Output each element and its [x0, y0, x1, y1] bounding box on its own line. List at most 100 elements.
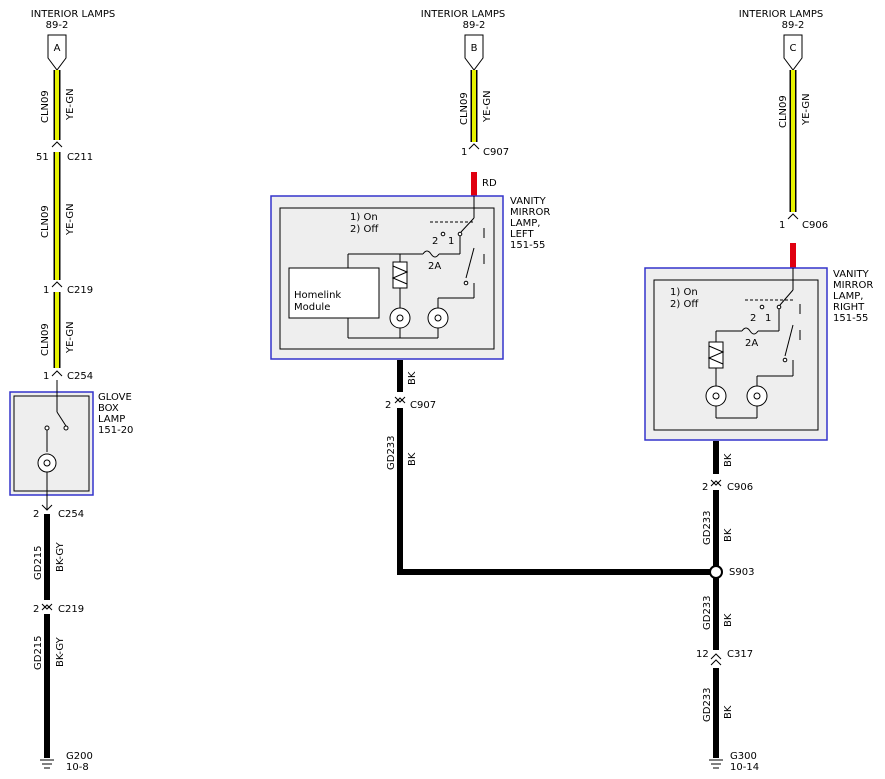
wire-gd233-c1-color: BK: [723, 528, 734, 542]
ref-b-page: 89-2: [463, 20, 486, 31]
connector-c254-out-name: C254: [58, 509, 84, 520]
vanity-right-label: VANITY MIRROR LAMP, RIGHT 151-55: [833, 269, 873, 324]
glove-label-3: LAMP: [98, 414, 125, 425]
ref-c-title: INTERIOR LAMPS: [739, 9, 823, 20]
vanity-left-label-page: 151-55: [510, 240, 545, 251]
wire-c-bk-1-color: BK: [723, 453, 734, 467]
vanity-right-switch-on: 1) On: [670, 287, 698, 298]
ground-g300-page: 10-14: [730, 762, 759, 773]
homelink-module: [288, 267, 380, 319]
vanity-left-label-2: MIRROR: [510, 207, 550, 218]
connector-c317-name: C317: [727, 649, 753, 660]
glove-box-lamp[interactable]: [9, 380, 94, 500]
wire-a1-circuit: CLN09: [40, 90, 51, 123]
connector-c907-in-pin: 1: [461, 147, 467, 158]
ground-g200-page: 10-8: [66, 762, 89, 773]
vanity-right-pos2: 2: [750, 313, 756, 324]
connector-c907-in-name: C907: [483, 147, 509, 158]
vanity-right-fuse: 2A: [745, 338, 758, 349]
wire-b1-color: YE-GN: [482, 90, 493, 123]
wire-gd233-c2-color: BK: [723, 613, 734, 627]
glove-label-2: BOX: [98, 403, 119, 414]
wire-gd215-2-circuit: GD215: [33, 635, 44, 670]
connector-c219-out-pin: 2: [33, 604, 39, 615]
wire-a2-color: YE-GN: [65, 203, 76, 236]
ground-g300-symbol: [709, 759, 723, 769]
ref-a-arrow[interactable]: [47, 34, 67, 71]
connector-c907-out-symbol: [394, 396, 406, 403]
wire-a1-color: YE-GN: [65, 88, 76, 121]
ref-a-header: INTERIOR LAMPS 89-2 A: [31, 9, 115, 71]
connector-c906-out-name: C906: [727, 482, 753, 493]
vanity-right-pos1: 1: [765, 313, 771, 324]
connector-c907-in-symbol: [468, 143, 480, 150]
vanity-left-switch-on: 1) On: [350, 212, 378, 223]
connector-c211-name: C211: [67, 152, 93, 163]
wire-gd233-c1-circuit: GD233: [702, 510, 713, 545]
vanity-right-label-page: 151-55: [833, 313, 868, 324]
splice-s903-label: S903: [729, 567, 754, 578]
ref-b-title: INTERIOR LAMPS: [421, 9, 505, 20]
wire-gd233-c2-circuit: GD233: [702, 595, 713, 630]
ground-g300-name: G300: [730, 751, 757, 762]
ref-b-letter: B: [471, 43, 478, 54]
glove-label-1: GLOVE: [98, 392, 132, 403]
wire-gd233-b-circuit: GD233: [386, 435, 397, 470]
vanity-mirror-lamp-right[interactable]: 1) On 2) Off 2 1 2A: [644, 267, 828, 441]
connector-c317-pin: 12: [696, 649, 709, 660]
vanity-left-label: VANITY MIRROR LAMP, LEFT 151-55: [510, 196, 550, 251]
ground-g200-symbol: [40, 759, 54, 769]
vanity-left-label-3: LAMP,: [510, 218, 540, 229]
wire-b1-circuit: CLN09: [459, 92, 470, 125]
wire-gd233-b-color: BK: [407, 452, 418, 466]
wire-gd215-2-color: BK-GY: [55, 636, 66, 667]
connector-c254-out-pin: 2: [33, 509, 39, 520]
vanity-right-label-4: RIGHT: [833, 302, 865, 313]
ref-c-header: INTERIOR LAMPS 89-2 C: [739, 9, 823, 71]
connector-c219-symbol: [51, 281, 63, 288]
vanity-left-pos1: 1: [448, 236, 454, 247]
connector-c219-out-name: C219: [58, 604, 84, 615]
connector-c906-in-symbol: [787, 213, 799, 220]
connector-c211-symbol: [51, 141, 63, 148]
connector-c254-symbol: [51, 370, 63, 377]
connector-c211-pin: 51: [36, 152, 49, 163]
vanity-mirror-lamp-left[interactable]: 1) On 2) Off 2 1 2A Homelink Module: [270, 195, 504, 360]
ref-c-arrow[interactable]: [783, 34, 803, 71]
ref-b-arrow[interactable]: [464, 34, 484, 71]
wire-a2-circuit: CLN09: [40, 205, 51, 238]
wire-a3-color: YE-GN: [65, 321, 76, 354]
homelink-label-2: Module: [294, 302, 330, 313]
ref-a-title: INTERIOR LAMPS: [31, 9, 115, 20]
wire-gd233-b[interactable]: [397, 408, 716, 575]
connector-c906-in-name: C906: [802, 220, 828, 231]
ref-a-page: 89-2: [46, 20, 69, 31]
vanity-left-label-1: VANITY: [510, 196, 547, 207]
wire-gd233-c3-circuit: GD233: [702, 687, 713, 722]
vanity-left-label-4: LEFT: [510, 229, 534, 240]
connector-c907-out-name: C907: [410, 400, 436, 411]
connector-c219-out-symbol: [41, 603, 53, 610]
homelink-label-1: Homelink: [294, 290, 341, 301]
connector-c906-out-symbol: [710, 479, 722, 486]
wire-gd215-1-circuit: GD215: [33, 545, 44, 580]
wire-b-red-color: RD: [482, 178, 497, 189]
splice-s903[interactable]: [709, 565, 723, 579]
ref-c-page: 89-2: [782, 20, 805, 31]
connector-c254-pin: 1: [43, 371, 49, 382]
connector-c254-name: C254: [67, 371, 93, 382]
vanity-left-pos2: 2: [432, 236, 438, 247]
connector-c219-pin: 1: [43, 285, 49, 296]
wire-a3-circuit: CLN09: [40, 323, 51, 356]
connector-c906-out-pin: 2: [702, 482, 708, 493]
wire-c1-color: YE-GN: [801, 93, 812, 126]
wire-b-bk-1-color: BK: [407, 371, 418, 385]
wire-gd233-c3-color: BK: [723, 705, 734, 719]
connector-c219-name: C219: [67, 285, 93, 296]
ref-c-letter: C: [790, 43, 797, 54]
connector-c317-symbol: [710, 653, 722, 660]
vanity-left-fuse: 2A: [428, 261, 441, 272]
vanity-right-label-3: LAMP,: [833, 291, 863, 302]
ref-a-letter: A: [54, 43, 61, 54]
